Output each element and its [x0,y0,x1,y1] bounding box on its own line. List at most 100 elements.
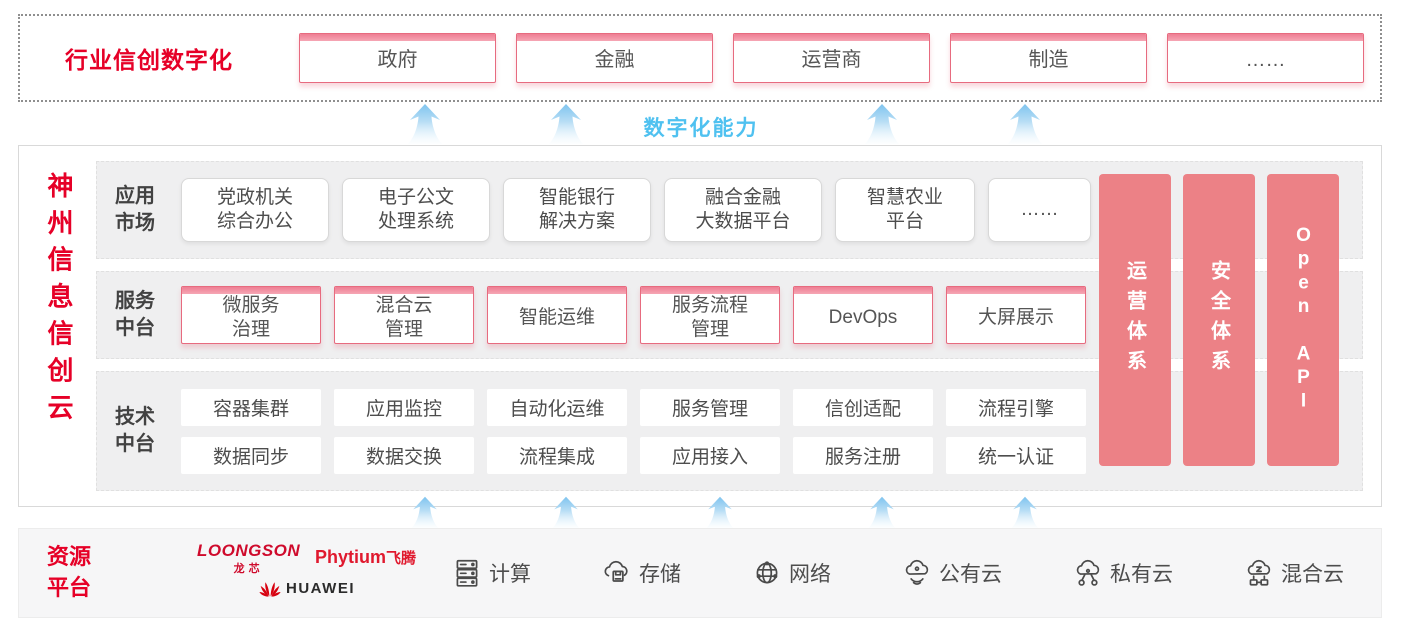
app-box-label: …… [1020,199,1059,221]
service-box-label: 智能运维 [518,306,595,328]
row-tech-platform: 技术 中台 容器集群应用监控自动化运维服务管理信创适配流程引擎数据同步数据交换流… [96,371,1363,491]
tech-box: 应用监控 [334,388,474,426]
pink-top-bar [335,287,473,294]
up-arrow-icon [397,103,453,145]
loongson-logo: LOONGSON 龙芯 [197,541,300,576]
storage-icon [601,557,633,589]
tech-box: 统一认证 [946,436,1086,474]
pink-top-bar [641,287,779,294]
industry-box: 制造 [950,33,1147,83]
pink-top-bar [951,34,1146,41]
industry-banner-title: 行业信创数字化 [65,47,233,73]
app-box-label: 智慧农业 平台 [866,187,943,232]
resource-item: 混合云 [1243,557,1344,589]
pink-top-bar [517,34,712,41]
resource-panel: 资源 平台 LOONGSON 龙芯 Phytium飞腾 [18,528,1382,618]
up-arrow-icon [997,496,1053,529]
industry-boxes: 政府 金融 运营商 制造 …… [299,33,1364,83]
pillar-0: 运营体系 [1099,174,1171,466]
service-box: 混合云 管理 [334,286,474,344]
pink-top-bar [182,287,320,294]
resource-item-label: 存储 [639,563,681,586]
phytium-logo: Phytium飞腾 [315,547,416,568]
pillar-open-api: Open API [1267,174,1339,466]
pink-top-bar [794,287,932,294]
industry-box: 运营商 [733,33,930,83]
tech-box: 数据交换 [334,436,474,474]
resource-panel-label: 资源 平台 [47,544,92,600]
resource-item: 公有云 [901,557,1002,589]
resource-item-label: 公有云 [939,563,1002,586]
industry-box: …… [1167,33,1364,83]
tech-row: 数据同步数据交换流程集成应用接入服务注册统一认证 [181,436,1086,474]
app-box-label: 电子公文 处理系统 [377,187,454,232]
pink-top-bar [734,34,929,41]
huawei-flower-icon [259,579,281,598]
pink-top-bar [488,287,626,294]
app-box-label: 智能银行 解决方案 [538,187,615,232]
app-box: 智慧农业 平台 [835,178,975,242]
up-arrow-icon [538,103,594,145]
service-box-label: 服务流程 管理 [671,295,748,340]
up-arrow-icon [397,496,453,529]
tech-row: 容器集群应用监控自动化运维服务管理信创适配流程引擎 [181,388,1086,426]
resource-item: 网络 [751,557,831,589]
capability-label: 数字化能力 [643,117,759,140]
public-cloud-icon [901,557,933,589]
service-box-label: 混合云 管理 [375,295,433,340]
industry-box-label: 政府 [377,49,418,72]
pink-top-bar [300,34,495,41]
app-box: 融合金融 大数据平台 [664,178,822,242]
service-box-label: DevOps [828,306,898,328]
pillar-1: 安全体系 [1183,174,1255,466]
up-arrow-icon [538,496,594,529]
industry-banner: 行业信创数字化 政府 金融 运营商 制造 …… [18,14,1382,102]
service-box: 大屏展示 [946,286,1086,344]
private-cloud-icon [1072,557,1104,589]
service-box: 微服务 治理 [181,286,321,344]
service-box-label: 微服务 治理 [222,295,280,340]
app-box: 智能银行 解决方案 [503,178,651,242]
service-box: DevOps [793,286,933,344]
service-box: 服务流程 管理 [640,286,780,344]
industry-box: 政府 [299,33,496,83]
platform-title: 神州信息信创云 [44,172,74,431]
resource-items: 计算 存储 网络 公有云 私有云 混合云 [451,529,1344,617]
row-tech-platform-label: 技术 中台 [115,406,155,455]
tech-box: 流程引擎 [946,388,1086,426]
loongson-logo-sub: 龙芯 [233,563,264,575]
resource-item-label: 混合云 [1281,563,1344,586]
industry-box-label: 制造 [1028,49,1069,72]
tech-box: 服务注册 [793,436,933,474]
tech-rows: 容器集群应用监控自动化运维服务管理信创适配流程引擎数据同步数据交换流程集成应用接… [181,372,1086,490]
industry-box-label: 金融 [594,49,635,72]
app-box-label: 融合金融 大数据平台 [695,187,791,232]
tech-box: 流程集成 [487,436,627,474]
pink-top-bar [947,287,1085,294]
resource-item-label: 计算 [489,563,531,586]
industry-box-label: …… [1245,49,1286,72]
resource-item: 私有云 [1072,557,1173,589]
pink-top-bar [1168,34,1363,41]
resource-item: 计算 [451,557,531,589]
app-box: 电子公文 处理系统 [342,178,490,242]
up-arrow-icon [854,496,910,529]
app-box: 党政机关 综合办公 [181,178,329,242]
tech-box: 信创适配 [793,388,933,426]
up-arrow-icon [692,496,748,529]
phytium-logo-text: Phytium [315,547,387,567]
vendor-logos: LOONGSON 龙芯 Phytium飞腾 HUAWEI [197,537,447,611]
tech-box: 服务管理 [640,388,780,426]
phytium-logo-sub: 飞腾 [386,550,417,567]
loongson-logo-text: LOONGSON [197,541,301,560]
app-box: …… [988,178,1091,242]
network-icon [751,557,783,589]
service-box-label: 大屏展示 [977,306,1054,328]
row-app-market-label: 应用 市场 [115,185,155,234]
tech-box: 数据同步 [181,436,321,474]
compute-icon [451,557,483,589]
service-boxes: 微服务 治理 混合云 管理 智能运维 服务流程 管理 DevOps 大屏展示 [181,272,1086,358]
resource-item-label: 网络 [789,563,831,586]
